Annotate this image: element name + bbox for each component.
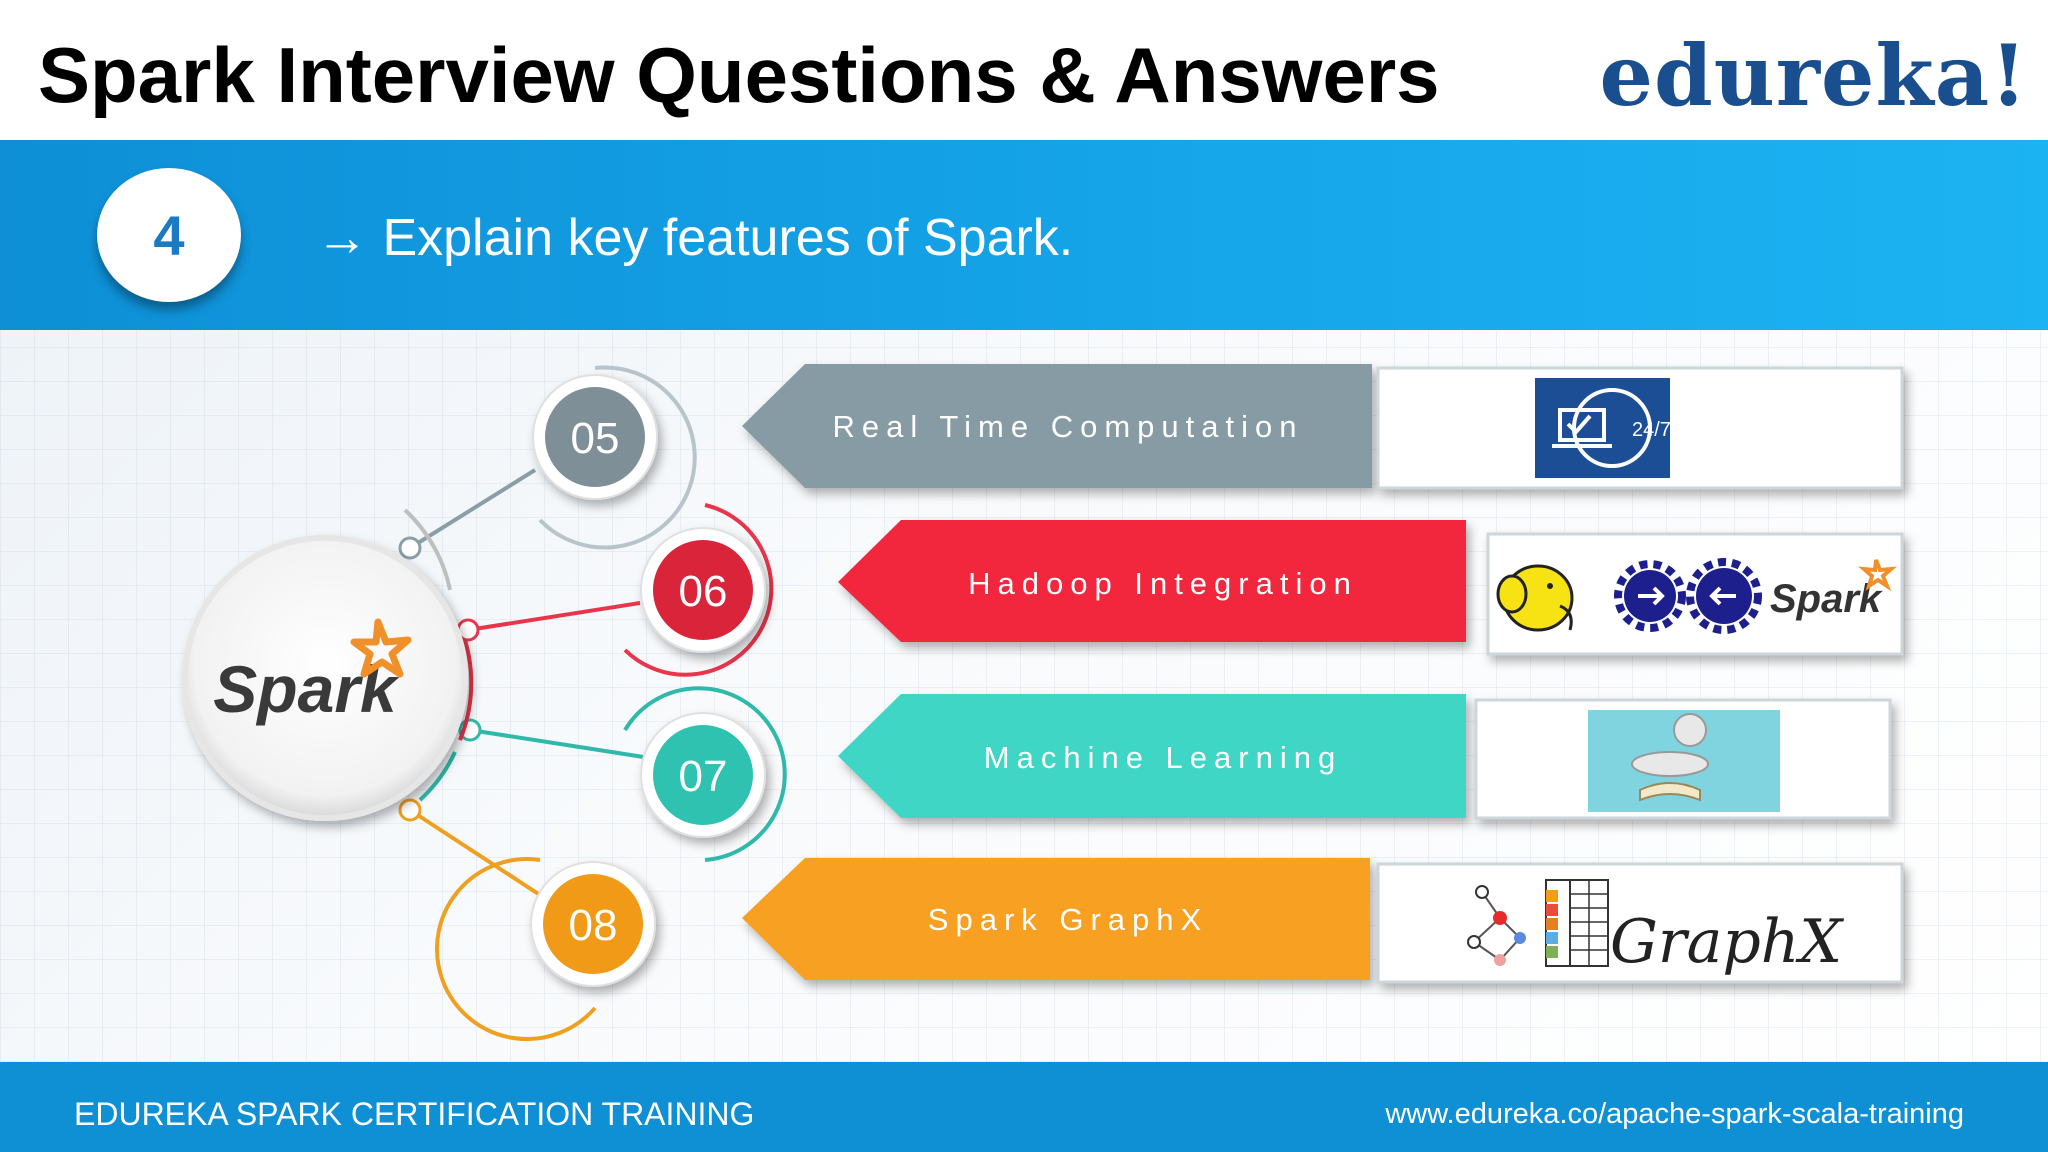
spark-star-icon xyxy=(350,618,412,678)
graphx-network-icon xyxy=(1467,879,1609,967)
arrow-right-icon: → xyxy=(316,209,368,267)
feature-label-hadoop: Hadoop Integration xyxy=(968,566,1358,601)
question-number-badge: 4 xyxy=(97,168,241,302)
icon-box-ml xyxy=(1474,698,1892,820)
feature-label-real-time: Real Time Computation xyxy=(833,409,1304,444)
question-text: → Explain key features of Spark. xyxy=(316,208,1073,268)
spark-small-star-icon xyxy=(1858,559,1897,592)
spark-logo-text: Spark xyxy=(213,652,400,726)
question-band xyxy=(0,140,2048,330)
footer-course-title: EDUREKA SPARK CERTIFICATION TRAINING xyxy=(74,1096,755,1132)
icon-box-graphx: GraphX xyxy=(1376,862,1904,984)
graphx-logo-text: GraphX xyxy=(1610,907,1844,977)
page-title: Spark Interview Questions & Answers xyxy=(38,31,1440,119)
feature-07-number: 07 xyxy=(679,752,728,801)
feature-07-circle: 07 xyxy=(623,686,787,862)
feature-label-ml: Machine Learning xyxy=(984,740,1342,775)
feature-label-graphx: Spark GraphX xyxy=(928,902,1208,937)
feature-banner-ml: Machine Learning xyxy=(838,694,1466,818)
brand-logo: edureka! xyxy=(1599,26,2028,125)
hadoop-elephant-icon xyxy=(1496,564,1574,632)
feature-banner-graphx: Spark GraphX xyxy=(742,858,1370,980)
icon-box-hadoop: Spark xyxy=(1486,532,1904,656)
question-label: Explain key features of Spark. xyxy=(382,209,1074,267)
feature-06-number: 06 xyxy=(679,567,728,616)
gear-arrow-right-icon xyxy=(1614,560,1686,632)
icon-box-real-time: 24/7 xyxy=(1376,366,1904,490)
hadoop-icon-spark-text: Spark xyxy=(1770,577,1883,621)
feature-08-number: 08 xyxy=(569,901,618,950)
svg-text:24/7: 24/7 xyxy=(1632,419,1671,441)
feature-06-circle: 06 xyxy=(623,503,774,677)
spark-hub: Spark xyxy=(182,535,468,821)
robot-reading-icon xyxy=(1588,710,1780,812)
feature-banner-real-time: Real Time Computation xyxy=(742,364,1372,488)
feature-05-circle: 05 xyxy=(532,365,697,550)
gear-arrow-left-icon xyxy=(1686,558,1762,634)
footer-link[interactable]: www.edureka.co/apache-spark-scala-traini… xyxy=(1385,1098,1964,1130)
feature-05-number: 05 xyxy=(571,414,620,463)
feature-08-circle: 08 xyxy=(434,857,656,1042)
header xyxy=(0,0,2048,140)
24-7-laptop-icon: 24/7 xyxy=(1535,378,1671,478)
connector-lines xyxy=(398,468,651,897)
feature-banner-hadoop: Hadoop Integration xyxy=(838,520,1466,642)
footer xyxy=(0,1062,2048,1152)
